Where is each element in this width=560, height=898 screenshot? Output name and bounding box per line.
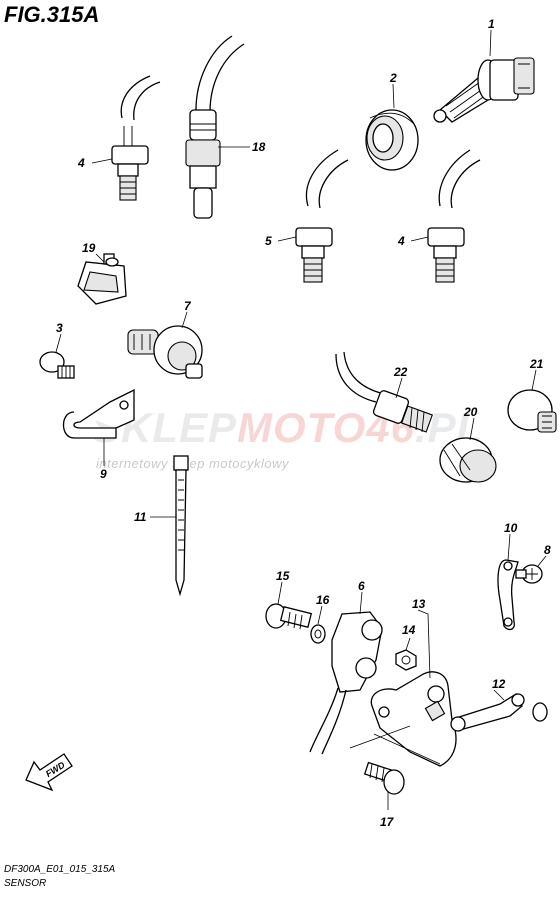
part-19-clip[interactable] [77,253,127,305]
part-14-nut[interactable] [395,649,417,671]
part-1-sensor-connector[interactable] [433,57,535,123]
callout-4-left: 4 [77,156,85,170]
part-2-grommet[interactable] [365,109,419,171]
callout-12: 12 [492,677,506,691]
part-17-bolt[interactable] [363,761,405,795]
part-7-pressure-switch[interactable] [127,325,203,379]
part-4-sensor-left[interactable] [111,75,161,201]
callout-10: 10 [504,521,518,535]
callout-16: 16 [316,593,330,607]
callout-19: 19 [82,241,96,255]
callout-21: 21 [529,357,544,371]
callout-8: 8 [544,543,551,557]
watermark-tagline: internetowy sklep motocyklowy [96,456,289,471]
part-18-probe-sensor[interactable] [185,35,245,219]
callout-17: 17 [380,815,395,829]
callout-13: 13 [412,597,426,611]
part-20-nut[interactable] [439,437,497,483]
callout-15: 15 [276,569,290,583]
part-5-sensor[interactable] [295,149,349,283]
callout-7: 7 [184,299,192,313]
part-16-washer[interactable] [310,624,326,644]
callout-4-right: 4 [397,234,405,248]
part-13-plate[interactable] [370,671,457,767]
callout-1: 1 [488,17,495,31]
callout-labels: 1 2 3 4 4 5 6 7 8 9 10 11 12 13 14 15 16… [56,17,551,829]
part-8-screw[interactable] [515,564,543,584]
leader-lines [55,29,547,810]
part-4-sensor-right[interactable] [427,149,481,283]
callout-2: 2 [389,71,397,85]
callout-22: 22 [393,365,408,379]
part-15-bolt[interactable] [265,603,313,630]
part-11-cable-tie[interactable] [173,455,189,597]
callout-6: 6 [358,579,365,593]
part-12-lever[interactable] [450,693,548,732]
callout-5: 5 [265,234,272,248]
figure-code: DF300A_E01_015_315A [4,864,116,875]
part-3-bolt[interactable] [39,351,75,379]
callout-18: 18 [252,140,266,154]
callout-20: 20 [463,405,478,419]
callout-14: 14 [402,623,416,637]
callout-9: 9 [100,467,107,481]
part-9-clamp[interactable] [62,388,135,439]
part-21-fitting[interactable] [507,389,557,433]
fwd-arrow-icon: FWD [25,753,73,792]
callout-11: 11 [134,510,147,524]
callout-3: 3 [56,321,63,335]
part-6-position-sensor[interactable] [309,611,383,755]
part-22-temp-sensor[interactable] [335,351,433,433]
figure-title: FIG.315A [4,2,100,27]
part-10-strap[interactable] [497,559,519,631]
figure-name: SENSOR [4,878,47,889]
